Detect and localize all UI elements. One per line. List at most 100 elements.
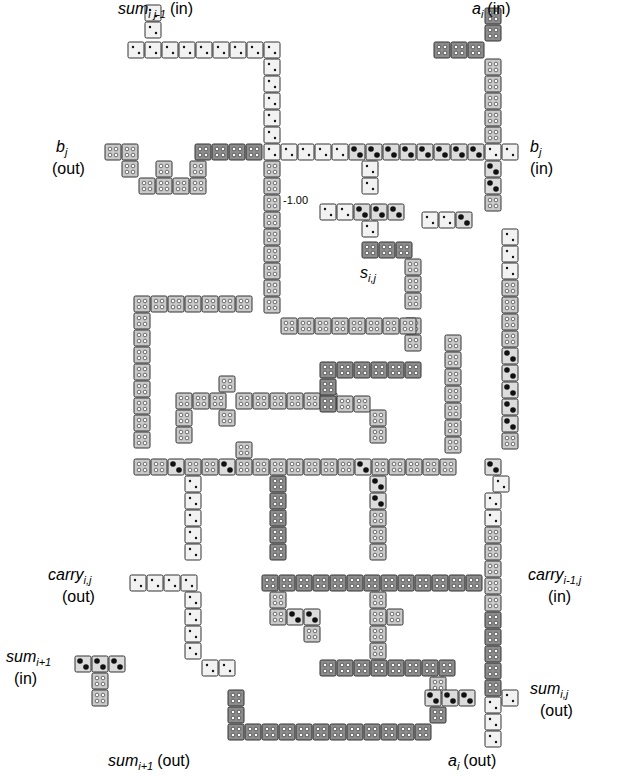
- dna-tile: [156, 161, 172, 177]
- dna-tile: [202, 660, 218, 676]
- label-text: a: [448, 752, 457, 769]
- dna-tile: [128, 42, 144, 58]
- signal-label: (out): [540, 702, 573, 720]
- dna-tile: [185, 459, 201, 475]
- dna-tile: [145, 22, 161, 38]
- dna-tile: [370, 544, 386, 560]
- dna-tile: [445, 437, 461, 453]
- label-text: a: [472, 0, 481, 17]
- dna-tile: [502, 690, 518, 706]
- label-text: (out): [463, 752, 496, 769]
- dna-tile: [371, 204, 387, 220]
- dna-tile: [281, 144, 297, 160]
- dna-tile: [362, 221, 378, 237]
- dna-tile: [236, 296, 252, 312]
- label-text: (in): [170, 0, 193, 17]
- dna-tile: [485, 493, 501, 509]
- dna-tile: [134, 313, 150, 329]
- dna-tile: [405, 660, 421, 676]
- dna-tile: [332, 144, 348, 160]
- dna-tile: [279, 575, 295, 591]
- dna-tile: [422, 660, 438, 676]
- dna-tile: [364, 575, 380, 591]
- dna-tile: [451, 42, 467, 58]
- signal-label: ai(in): [472, 0, 510, 20]
- dna-tile: [485, 510, 501, 526]
- dna-tile: [440, 459, 456, 475]
- subscript: i j-1: [148, 8, 166, 20]
- dna-tile: [264, 229, 280, 245]
- dna-tile: [388, 660, 404, 676]
- dna-tile: [164, 575, 180, 591]
- dna-tile: [485, 59, 501, 75]
- label-text: sum: [6, 648, 36, 665]
- signal-label: si,j: [360, 264, 376, 284]
- signal-label: sumi+1(out): [108, 752, 190, 772]
- dna-tile: [320, 362, 336, 378]
- dna-tile: [502, 382, 518, 398]
- dna-tile: [449, 575, 465, 591]
- dna-tile: [445, 335, 461, 351]
- label-text: (in): [548, 588, 571, 605]
- dna-tile: [176, 427, 192, 443]
- dna-tile: [485, 25, 501, 41]
- dna-tile: [247, 42, 263, 58]
- dna-tile: [415, 575, 431, 591]
- dna-tile: [502, 433, 518, 449]
- dna-tile: [485, 680, 501, 696]
- signal-label: sumi j-1(in): [118, 0, 193, 20]
- dna-tile: [445, 403, 461, 419]
- dna-tile: [270, 527, 286, 543]
- dna-tile: [109, 656, 125, 672]
- dna-tile: [406, 459, 422, 475]
- dna-tile: [202, 459, 218, 475]
- dna-tile: [230, 42, 246, 58]
- dna-tile: [270, 544, 286, 560]
- dna-tile: [355, 459, 371, 475]
- dna-tile: [423, 459, 439, 475]
- dna-tile: [405, 335, 421, 351]
- dna-tile: [366, 318, 382, 334]
- dna-tile: [485, 527, 501, 543]
- dna-tile: [315, 144, 331, 160]
- dna-tile: [246, 144, 262, 160]
- dna-tile: [320, 660, 336, 676]
- dna-tile: [228, 724, 244, 740]
- dna-tile: [493, 476, 509, 492]
- dna-tile: [485, 459, 501, 475]
- dna-tile: [185, 476, 201, 492]
- dna-tile: [502, 280, 518, 296]
- dna-tile: [219, 410, 235, 426]
- dna-tile: [439, 212, 455, 228]
- label-text: (out): [540, 702, 573, 719]
- dna-tile: [417, 144, 433, 160]
- label-text: (out): [62, 588, 95, 605]
- dna-tile: [370, 592, 386, 608]
- dna-tile: [502, 229, 518, 245]
- dna-tile: [370, 427, 386, 443]
- dna-tile: [485, 714, 501, 730]
- dna-tile: [134, 459, 150, 475]
- dna-tile: [456, 212, 472, 228]
- dna-tile: [196, 42, 212, 58]
- dna-tile: [219, 376, 235, 392]
- label-text: sum: [530, 680, 560, 697]
- dna-tile: [264, 59, 280, 75]
- dna-tile: [287, 393, 303, 409]
- label-text: -1.00: [283, 194, 308, 206]
- dna-tile: [270, 510, 286, 526]
- subscript: i-1,j: [564, 574, 582, 586]
- dna-tile: [400, 144, 416, 160]
- dna-tile: [279, 724, 295, 740]
- dna-tile: [405, 259, 421, 275]
- signal-label: (in): [548, 588, 571, 606]
- dna-tile: [287, 459, 303, 475]
- dna-tile: [362, 242, 378, 258]
- dna-tile: [270, 592, 286, 608]
- dna-tile: [264, 110, 280, 126]
- dna-tile: [219, 296, 235, 312]
- label-text: sum: [108, 752, 138, 769]
- dna-tile: [502, 263, 518, 279]
- dna-tile: [219, 660, 235, 676]
- dna-tile: [349, 144, 365, 160]
